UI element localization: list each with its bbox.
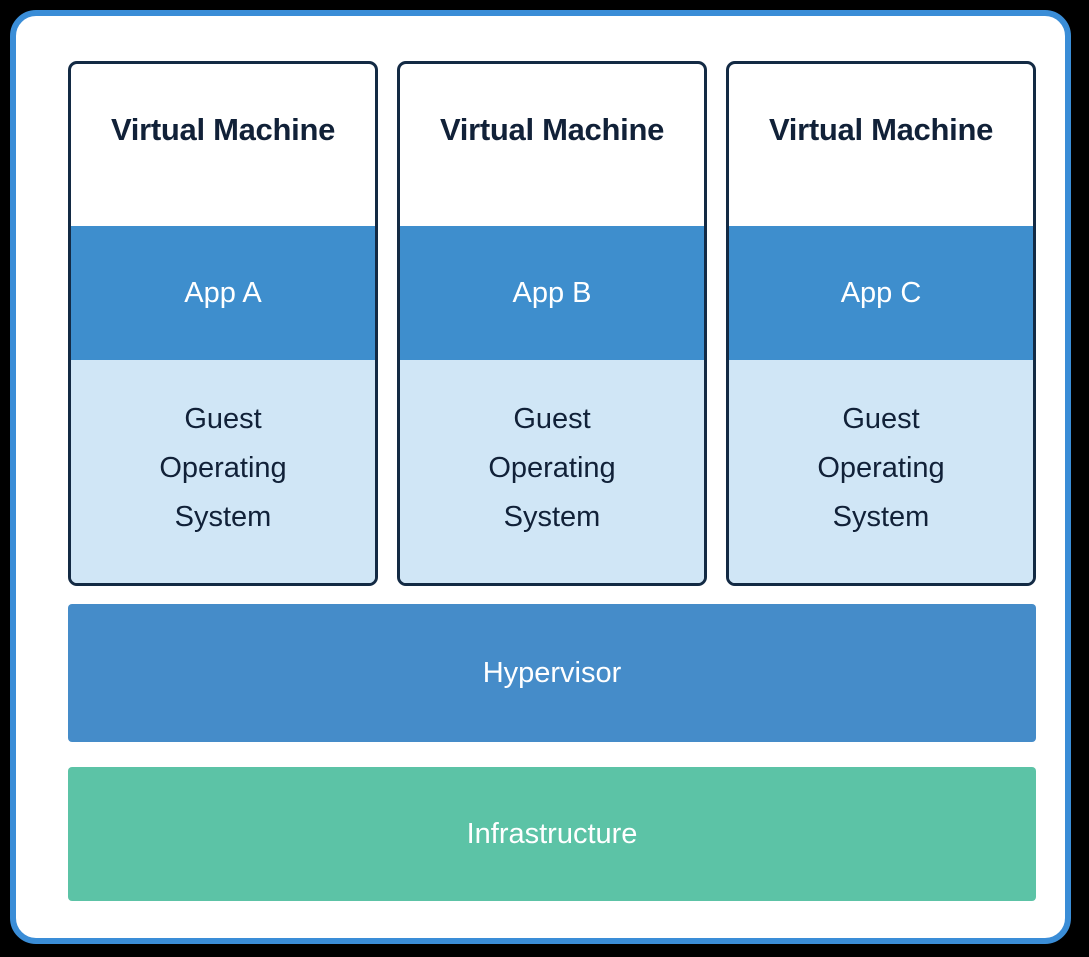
guest-os-band-3: Guest Operating System	[729, 360, 1033, 583]
guest-os-line-2-2: Operating	[488, 452, 616, 485]
app-band-3: App C	[729, 226, 1033, 360]
vm-title-3: Virtual Machine	[768, 112, 994, 147]
infrastructure-layer[interactable]: Infrastructure	[68, 767, 1036, 901]
guest-os-line-3-3: System	[832, 500, 930, 533]
guest-os-band-2: Guest Operating System	[400, 360, 704, 583]
guest-os-line-1-3: System	[174, 500, 272, 533]
infrastructure-label: Infrastructure	[466, 817, 638, 850]
virtual-machine-card-2[interactable]: Virtual Machine App B Guest Operating Sy…	[397, 61, 707, 586]
app-band-1: App A	[71, 226, 375, 360]
app-label-1: App A	[184, 276, 262, 309]
virtual-machine-card-1[interactable]: Virtual Machine App A Guest Operating Sy…	[68, 61, 378, 586]
guest-os-line-1-2: Operating	[159, 452, 287, 485]
app-band-2: App B	[400, 226, 704, 360]
app-label-2: App B	[512, 276, 592, 309]
guest-os-line-3-1: Guest	[842, 403, 920, 436]
vm-title-2: Virtual Machine	[439, 112, 665, 147]
guest-os-line-3-2: Operating	[817, 452, 945, 485]
vm-header-1: Virtual Machine	[71, 64, 375, 226]
guest-os-line-2-1: Guest	[513, 403, 591, 436]
vm-title-1: Virtual Machine	[110, 112, 336, 147]
diagram-panel: Virtual Machine App A Guest Operating Sy…	[10, 10, 1071, 944]
guest-os-band-1: Guest Operating System	[71, 360, 375, 583]
app-label-3: App C	[840, 276, 922, 309]
guest-os-line-2-3: System	[503, 500, 601, 533]
hypervisor-layer[interactable]: Hypervisor	[68, 604, 1036, 742]
guest-os-line-1-1: Guest	[184, 403, 262, 436]
diagram-stage: Virtual Machine App A Guest Operating Sy…	[16, 16, 1065, 938]
vm-header-3: Virtual Machine	[729, 64, 1033, 226]
vm-header-2: Virtual Machine	[400, 64, 704, 226]
virtual-machine-card-3[interactable]: Virtual Machine App C Guest Operating Sy…	[726, 61, 1036, 586]
hypervisor-label: Hypervisor	[482, 656, 622, 689]
virtual-machine-row: Virtual Machine App A Guest Operating Sy…	[68, 61, 1036, 586]
